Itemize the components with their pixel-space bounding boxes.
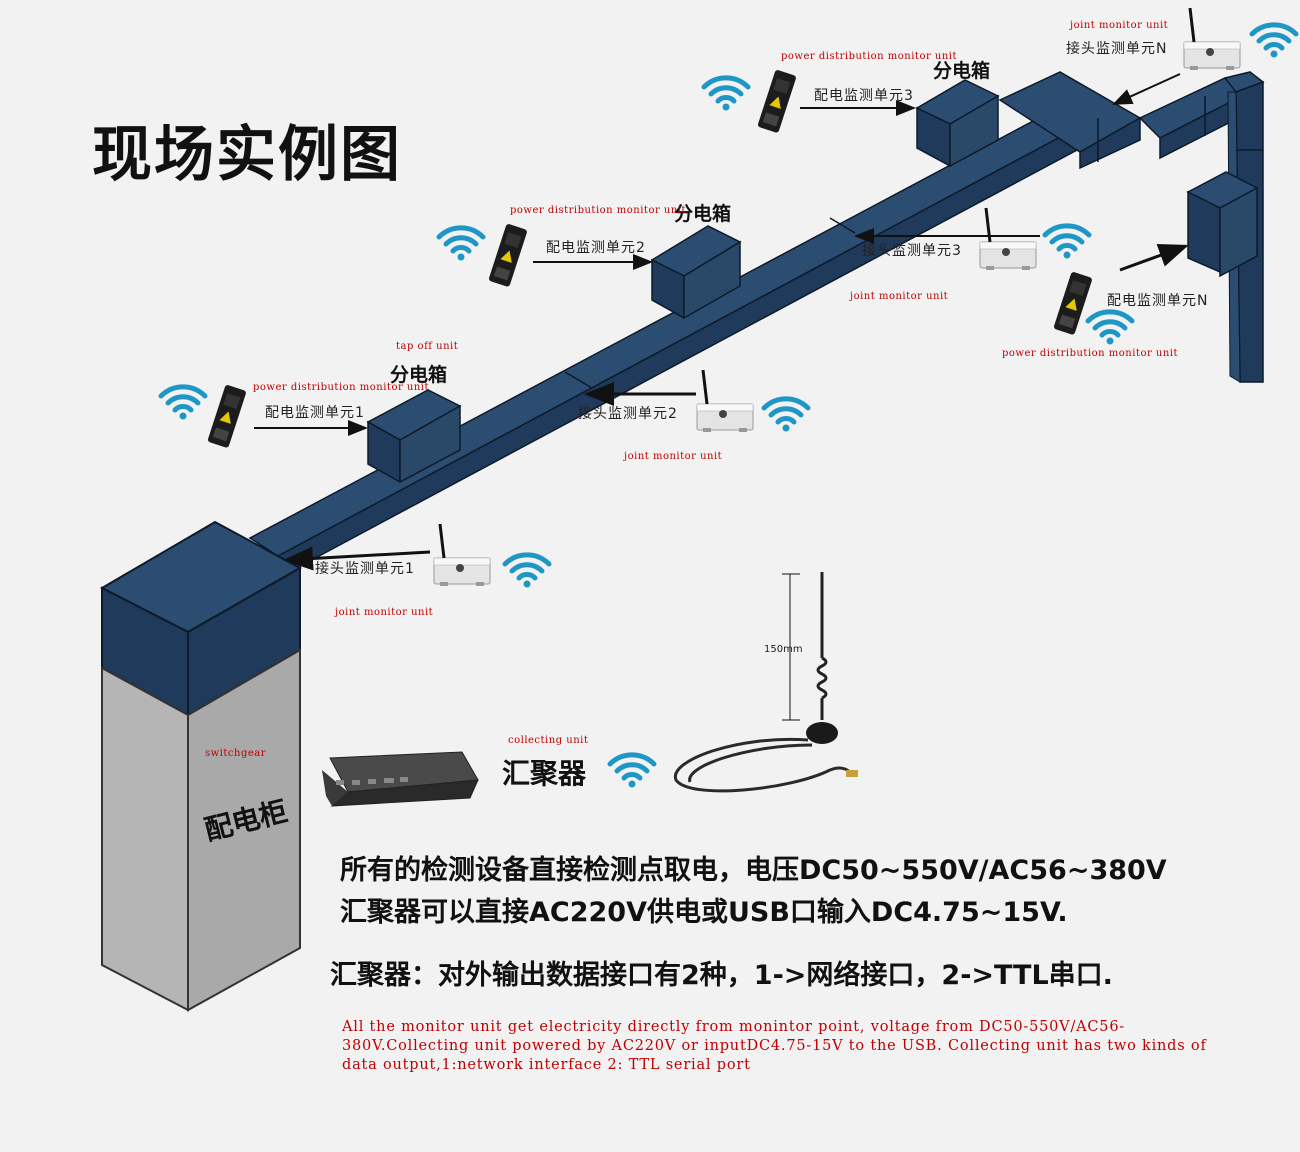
wifi-icon <box>1088 312 1132 345</box>
connector-arrows <box>254 73 1189 571</box>
page-title: 现场实例图 <box>92 120 402 190</box>
tap-off-unit-en-label: tap off unit <box>396 341 459 352</box>
wifi-icon <box>764 399 808 432</box>
tap-off-box-n <box>1186 171 1259 278</box>
switchgear-cabinet <box>99 520 303 1012</box>
joint-unit-1-cn: 接头监测单元1 <box>315 561 415 577</box>
joint-unit-2-cn: 接头监测单元2 <box>578 406 678 422</box>
tap-off-box-1-label: 分电箱 <box>390 364 448 386</box>
power-unit-2-en: power distribution monitor unit <box>510 205 687 216</box>
power-unit-1-cn: 配电监测单元1 <box>265 405 365 421</box>
power-unit-n-en: power distribution monitor unit <box>1002 348 1179 359</box>
desc-cn-line-2: 汇聚器可以直接AC220V供电或USB口输入DC4.75~15V. <box>340 897 1068 928</box>
wifi-icon <box>505 555 549 588</box>
joint-monitor-device-3 <box>978 206 1038 272</box>
joint-unit-3-en: joint monitor unit <box>850 291 949 302</box>
joint-monitor-device-n <box>1182 6 1242 72</box>
power-unit-1-en: power distribution monitor unit <box>253 382 430 393</box>
power-unit-n-cn: 配电监测单元N <box>1107 293 1209 309</box>
joint-monitor-device-1 <box>432 522 492 588</box>
joint-unit-3-cn: 接头监测单元3 <box>862 243 962 259</box>
joint-unit-1-en: joint monitor unit <box>335 607 434 618</box>
wifi-icon <box>704 78 748 111</box>
wifi-icon <box>161 387 205 420</box>
wifi-icon <box>1252 25 1296 58</box>
joint-unit-2-en: joint monitor unit <box>624 451 723 462</box>
power-monitor-device-n <box>1053 271 1093 336</box>
power-monitor-device-3 <box>757 69 797 134</box>
tap-off-box-1 <box>366 389 462 484</box>
antenna <box>674 572 858 793</box>
joint-unit-n-en: joint monitor unit <box>1070 20 1169 31</box>
joint-unit-n-cn: 接头监测单元N <box>1066 41 1168 57</box>
tap-off-box-2 <box>650 225 742 320</box>
tap-off-box-3 <box>915 79 1000 168</box>
power-monitor-device-1 <box>207 384 247 449</box>
wifi-icon <box>439 228 483 261</box>
tap-off-box-3-label: 分电箱 <box>933 60 991 82</box>
collector-en: collecting unit <box>508 735 589 746</box>
switchgear-en: switchgear <box>205 748 267 759</box>
collector-cn: 汇聚器 <box>502 757 587 790</box>
desc-cn-line-3: 汇聚器：对外输出数据接口有2种，1->网络接口，2->TTL串口. <box>330 960 1113 991</box>
joint-monitor-device-2 <box>695 368 755 434</box>
power-unit-3-cn: 配电监测单元3 <box>814 88 914 104</box>
collector-device <box>322 751 479 807</box>
desc-en: All the monitor unit get electricity dir… <box>342 1019 1207 1073</box>
tap-off-box-2-label: 分电箱 <box>674 203 732 225</box>
wifi-icon <box>1045 226 1089 259</box>
antenna-length: 150mm <box>764 644 803 655</box>
desc-cn-line-1: 所有的检测设备直接检测点取电，电压DC50~550V/AC56~380V <box>340 855 1167 886</box>
wifi-icon <box>610 755 654 788</box>
power-monitor-device-2 <box>488 223 528 288</box>
power-unit-2-cn: 配电监测单元2 <box>546 240 646 256</box>
power-unit-3-en: power distribution monitor unit <box>781 51 958 62</box>
